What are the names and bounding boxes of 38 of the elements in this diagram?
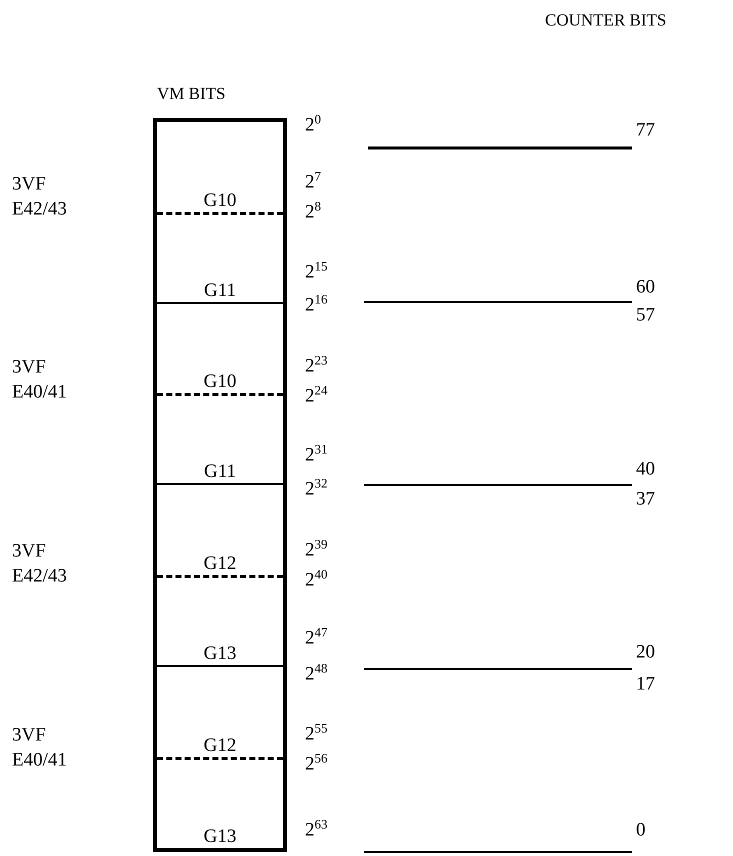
side-note: 3VF E42/43 bbox=[12, 172, 68, 221]
bit-power: 2$^{63}$ bbox=[305, 820, 328, 840]
column-heading: VM BITS bbox=[157, 84, 226, 104]
counter-bit: 17 bbox=[636, 674, 655, 694]
counter-bit: 20 bbox=[636, 642, 655, 662]
column-heading: COUNTER BITS bbox=[545, 12, 666, 28]
counter-bit: 57 bbox=[636, 306, 655, 324]
bit-power: 2$^{56}$ bbox=[305, 754, 328, 774]
bit-power: 2$^{24}$ bbox=[305, 386, 328, 406]
bit-power: 2$^{32}$ bbox=[305, 480, 328, 498]
field-label: G13 bbox=[202, 644, 238, 662]
counter-bit: 77 bbox=[636, 120, 655, 140]
bit-power: 2$^{15}$ bbox=[305, 262, 328, 282]
bit-power: 2$^{23}$ bbox=[305, 356, 328, 376]
field-label: G11 bbox=[202, 462, 238, 481]
bit-power: 2$^{40}$ bbox=[305, 570, 328, 590]
field-label: G13 bbox=[202, 827, 238, 846]
field-label: G12 bbox=[202, 736, 238, 756]
side-note: 3VF E40/41 bbox=[12, 723, 68, 772]
bit-power: 2$^{31}$ bbox=[305, 446, 328, 464]
side-note: 3VF E42/43 bbox=[12, 539, 68, 588]
counter-bit: 40 bbox=[636, 460, 655, 478]
field-label: G10 bbox=[202, 190, 238, 210]
bit-power: 2$^{48}$ bbox=[305, 664, 328, 684]
bit-power: 2$^{16}$ bbox=[305, 296, 328, 314]
bit-power: 2$^{0}$ bbox=[305, 116, 321, 134]
counter-bit: 37 bbox=[636, 490, 655, 508]
bit-power: 2$^{39}$ bbox=[305, 540, 328, 560]
bit-power: 2$^{47}$ bbox=[305, 628, 328, 648]
field-label: G10 bbox=[202, 372, 238, 392]
counter-bit: 0 bbox=[636, 820, 646, 840]
counter-bit: 60 bbox=[636, 278, 655, 296]
field-label: G12 bbox=[202, 554, 238, 573]
bit-power: 2$^{55}$ bbox=[305, 724, 328, 744]
bit-power: 2$^{7}$ bbox=[305, 172, 321, 192]
bit-power: 2$^{8}$ bbox=[305, 202, 321, 222]
field-label: G11 bbox=[202, 280, 238, 300]
side-note: 3VF E40/41 bbox=[12, 355, 68, 404]
